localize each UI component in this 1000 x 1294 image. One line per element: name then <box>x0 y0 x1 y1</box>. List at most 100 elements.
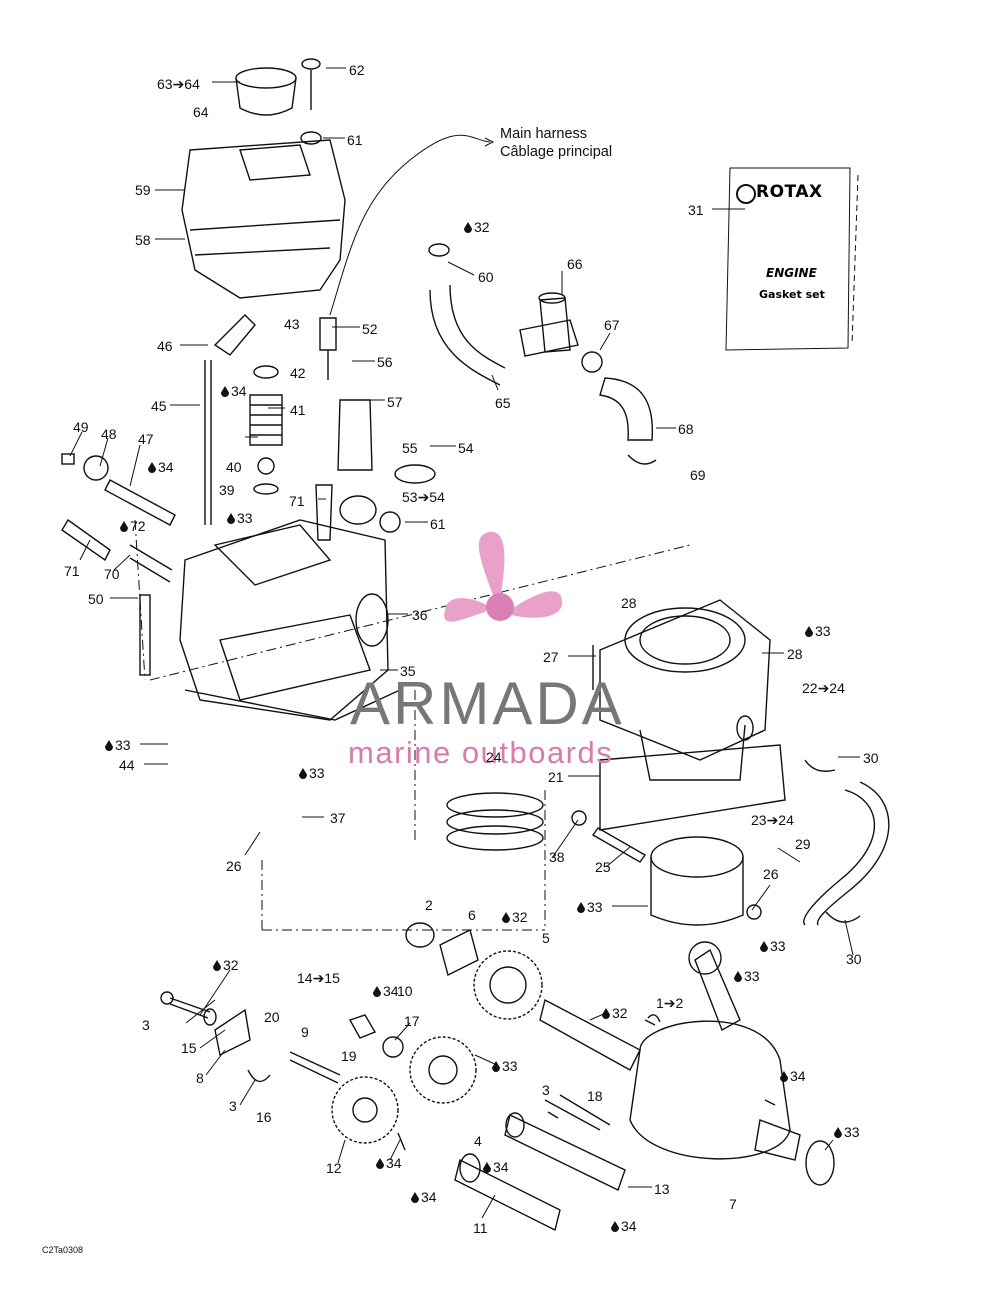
callout-label: 59 <box>135 182 151 198</box>
callout-number: 28 <box>787 646 803 662</box>
callout-label: 62 <box>349 62 365 78</box>
callout-number: 66 <box>567 256 583 272</box>
callout-number: 2 <box>425 897 433 913</box>
lubricant-drop-icon <box>734 971 742 982</box>
callout-label: 54 <box>458 440 474 456</box>
callout-label: 47 <box>138 431 154 447</box>
callout-label: 30 <box>863 750 879 766</box>
callout-number: 33 <box>815 623 831 639</box>
callout-label: 33 <box>834 1124 860 1140</box>
callout-number: 34 <box>158 459 174 475</box>
hose-drawing <box>428 243 657 465</box>
callout-number: 71 <box>64 563 80 579</box>
callout-number: 56 <box>377 354 393 370</box>
callout-label: 72 <box>120 518 146 534</box>
callout-number: 32 <box>612 1005 628 1021</box>
callout-number: 35 <box>400 663 416 679</box>
gasket-kit: ROTAX ENGINE Gasket set <box>726 168 846 348</box>
callout-number: 12 <box>326 1160 342 1176</box>
lubricant-drop-icon <box>780 1071 788 1082</box>
callout-label: 23➔24 <box>751 812 794 828</box>
callout-label: 34 <box>373 983 399 999</box>
callout-label: 16 <box>256 1109 272 1125</box>
callout-label: 33 <box>492 1058 518 1074</box>
gasket-kit-subtitle: Gasket set <box>759 288 825 301</box>
rotax-logo-icon <box>736 184 756 204</box>
callout-number: 19 <box>341 1048 357 1064</box>
callout-number: 5 <box>542 930 550 946</box>
callout-number: 13 <box>654 1181 670 1197</box>
callout-label: 15 <box>181 1040 197 1056</box>
callout-number: 33 <box>770 938 786 954</box>
lubricant-drop-icon <box>221 386 229 397</box>
callout-label: 65 <box>495 395 511 411</box>
callout-number: 47 <box>138 431 154 447</box>
watermark-logo <box>444 531 563 622</box>
callout-number: 22➔24 <box>802 680 845 696</box>
callout-label: 10 <box>397 983 413 999</box>
callout-number: 34 <box>790 1068 806 1084</box>
callout-label: 68 <box>678 421 694 437</box>
callout-number: 60 <box>478 269 494 285</box>
harness-wire <box>329 134 491 316</box>
callout-label: 56 <box>377 354 393 370</box>
callout-label: 41 <box>290 402 306 418</box>
callout-label: 42 <box>290 365 306 381</box>
callout-label: 17 <box>404 1013 420 1029</box>
callout-label: 4 <box>474 1133 482 1149</box>
callout-label: 34 <box>780 1068 806 1084</box>
callout-number: 33 <box>115 737 131 753</box>
callout-number: 36 <box>412 607 428 623</box>
callout-label: 28 <box>787 646 803 662</box>
lubricant-drop-icon <box>760 941 768 952</box>
callout-label: 11 <box>473 1220 488 1236</box>
callout-number: 7 <box>729 1196 737 1212</box>
callout-number: 67 <box>604 317 620 333</box>
callout-label: 35 <box>400 663 416 679</box>
callout-label: 29 <box>795 836 811 852</box>
callout-number: 10 <box>397 983 413 999</box>
callout-number: 49 <box>73 419 89 435</box>
callout-number: 20 <box>264 1009 280 1025</box>
callout-number: 33 <box>587 899 603 915</box>
callout-number: 64 <box>193 104 209 120</box>
callout-label: 6 <box>468 907 476 923</box>
callout-label: 26 <box>226 858 242 874</box>
callout-number: 33 <box>237 510 253 526</box>
crankshaft-drawing <box>539 941 835 1186</box>
lubricant-drop-icon <box>373 986 381 997</box>
lubricant-drop-icon <box>227 513 235 524</box>
callout-number: 46 <box>157 338 173 354</box>
lubricant-drop-icon <box>483 1162 491 1173</box>
callout-label: 67 <box>604 317 620 333</box>
callout-number: 68 <box>678 421 694 437</box>
callout-label: 33 <box>734 968 760 984</box>
callout-number: 26 <box>226 858 242 874</box>
callout-number: 15 <box>181 1040 197 1056</box>
callout-number: 9 <box>301 1024 309 1040</box>
callout-label: 66 <box>567 256 583 272</box>
callout-label: 32 <box>502 909 528 925</box>
callout-label: 26 <box>763 866 779 882</box>
callout-number: 6 <box>468 907 476 923</box>
callout-number: 29 <box>795 836 811 852</box>
cylinder-head-drawing <box>179 519 401 721</box>
harness-label-en: Main harness <box>500 126 588 142</box>
callout-number: 70 <box>104 566 120 582</box>
callout-label: 32 <box>213 957 239 973</box>
callout-label: 37 <box>330 810 346 826</box>
callout-label: 39 <box>219 482 235 498</box>
callout-label: 34 <box>221 383 247 399</box>
callout-number: 30 <box>846 951 862 967</box>
callout-label: 22➔24 <box>802 680 845 696</box>
callout-number: 3 <box>229 1098 237 1114</box>
callout-number: 34 <box>493 1159 509 1175</box>
callout-number: 45 <box>151 398 167 414</box>
callout-label: 3 <box>142 1017 150 1033</box>
callout-number: 69 <box>690 467 706 483</box>
callout-number: 63➔64 <box>157 76 200 92</box>
coolant-hose-drawing <box>803 759 890 926</box>
callout-number: 65 <box>495 395 511 411</box>
lubricant-drop-icon <box>120 521 128 532</box>
